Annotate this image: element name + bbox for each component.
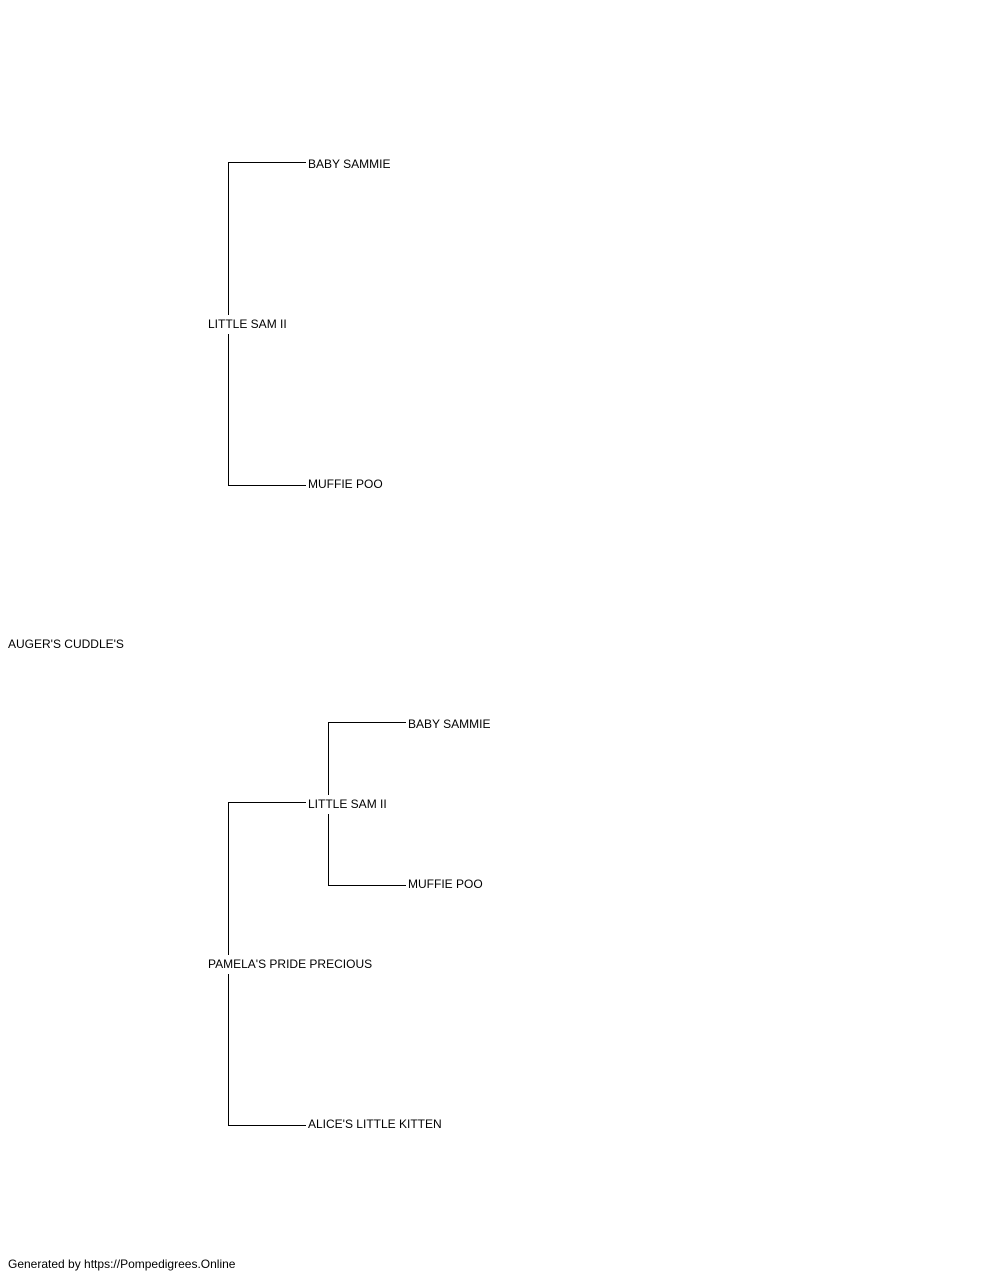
dam-name: PAMELA'S PRIDE PRECIOUS [208, 955, 373, 973]
connector-dam-sire-to-dam [328, 814, 406, 886]
connector-sire-to-sire-dam [228, 334, 306, 486]
connector-dam-sire-to-sire [328, 722, 406, 796]
sire-dam-name: MUFFIE POO [308, 475, 383, 493]
dam-sire-dam-name: MUFFIE POO [408, 875, 483, 893]
connector-sire-to-sire-sire [228, 162, 306, 316]
connector-dam-to-dam-dam [228, 974, 306, 1126]
dam-sire-name: LITTLE SAM II [308, 795, 387, 813]
connector-dam-to-dam-sire [228, 802, 306, 956]
sire-sire-name: BABY SAMMIE [308, 155, 391, 173]
sire-name: LITTLE SAM II [208, 315, 287, 333]
generated-by-footer: Generated by https://Pompedigrees.Online [8, 1257, 236, 1271]
dam-sire-sire-name: BABY SAMMIE [408, 715, 491, 733]
dam-dam-name: ALICE'S LITTLE KITTEN [308, 1115, 442, 1133]
subject-name: AUGER'S CUDDLE'S [8, 635, 124, 653]
